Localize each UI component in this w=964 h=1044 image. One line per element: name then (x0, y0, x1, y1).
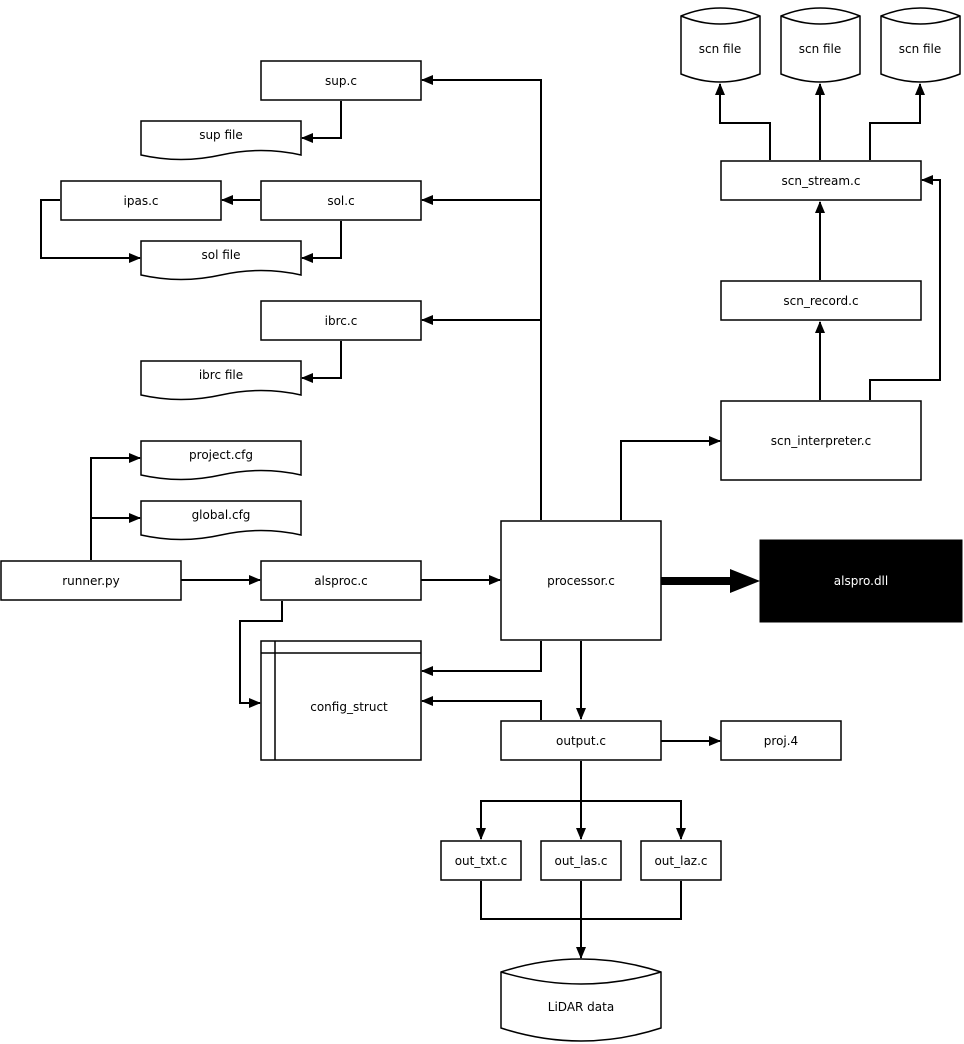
artifact-alspro-dll: alspro.dll (759, 539, 963, 623)
module-proj4-label: proj.4 (764, 734, 798, 748)
document-ibrc-file: ibrc file (140, 360, 302, 401)
connector-interpreter-to-stream (869, 175, 941, 400)
document-sol-file-label: sol file (201, 248, 240, 262)
document-project-cfg: project.cfg (140, 440, 302, 481)
connector-output-to-outtxt (476, 800, 581, 840)
module-out-txt: out_txt.c (440, 840, 522, 881)
module-runner: runner.py (0, 560, 182, 601)
connector-output-to-outlaz (581, 800, 686, 840)
module-sol-label: sol.c (327, 194, 354, 208)
module-ibrc-label: ibrc.c (325, 314, 358, 328)
storage-lidar-data: LiDAR data (500, 958, 662, 1042)
connector-runner-to-projectcfg (90, 453, 141, 560)
module-scn-record: scn_record.c (720, 280, 922, 321)
module-alsproc: alsproc.c (260, 560, 422, 601)
document-sup-file: sup file (140, 120, 302, 161)
module-out-laz-label: out_laz.c (654, 854, 707, 868)
module-scn-interpreter: scn_interpreter.c (720, 400, 922, 481)
module-ipas-label: ipas.c (124, 194, 159, 208)
document-global-cfg: global.cfg (140, 500, 302, 541)
module-processor-label: processor.c (547, 574, 615, 588)
module-ipas: ipas.c (60, 180, 222, 221)
document-sol-file: sol file (140, 240, 302, 281)
module-scn-interpreter-label: scn_interpreter.c (771, 434, 871, 448)
storage-lidar-data-label: LiDAR data (548, 1000, 614, 1014)
connector-stream-to-scnfile-3 (869, 83, 925, 160)
connectors (40, 75, 941, 959)
config-struct-label: config_struct (310, 700, 388, 714)
document-ibrc-file-label: ibrc file (199, 368, 243, 382)
module-out-las-label: out_las.c (554, 854, 607, 868)
module-out-txt-label: out_txt.c (455, 854, 508, 868)
internal-storage-config-struct: config_struct (260, 640, 422, 761)
storage-scn-file-3: scn file (880, 7, 961, 83)
storage-scn-file-3-label: scn file (899, 42, 942, 56)
module-ibrc: ibrc.c (260, 300, 422, 341)
document-global-cfg-label: global.cfg (192, 508, 251, 522)
module-out-laz: out_laz.c (640, 840, 722, 881)
module-sol: sol.c (260, 180, 422, 221)
connector-processor-to-dll-head (730, 569, 760, 593)
module-processor: processor.c (500, 520, 662, 641)
storage-scn-file-1-label: scn file (699, 42, 742, 56)
connector-processor-to-interpreter (620, 436, 721, 520)
module-proj4: proj.4 (720, 720, 842, 761)
module-output: output.c (500, 720, 662, 761)
module-alsproc-label: alsproc.c (314, 574, 368, 588)
module-scn-stream: scn_stream.c (720, 160, 922, 201)
connector-output-to-config (421, 696, 542, 720)
connector-sup-to-supfile (301, 101, 342, 143)
connector-ibrc-to-ibrcfile (301, 341, 342, 383)
module-scn-record-label: scn_record.c (783, 294, 858, 308)
module-sup: sup.c (260, 60, 422, 101)
document-sup-file-label: sup file (199, 128, 243, 142)
artifact-alspro-dll-label: alspro.dll (834, 574, 888, 588)
module-scn-stream-label: scn_stream.c (782, 174, 861, 188)
storage-scn-file-2: scn file (780, 7, 861, 83)
module-out-las: out_las.c (540, 840, 622, 881)
connector-alsproc-to-config (239, 601, 283, 708)
connector-sol-to-solfile (301, 221, 342, 263)
module-sup-label: sup.c (325, 74, 357, 88)
connector-processor-to-config (421, 641, 542, 676)
document-project-cfg-label: project.cfg (189, 448, 253, 462)
module-output-label: output.c (556, 734, 606, 748)
storage-scn-file-2-label: scn file (799, 42, 842, 56)
connector-ipas-to-solfile (40, 199, 141, 263)
module-runner-label: runner.py (62, 574, 120, 588)
storage-scn-file-1: scn file (680, 7, 761, 83)
connector-processor-to-sup (421, 75, 542, 520)
connector-stream-to-scnfile-1 (715, 83, 771, 160)
